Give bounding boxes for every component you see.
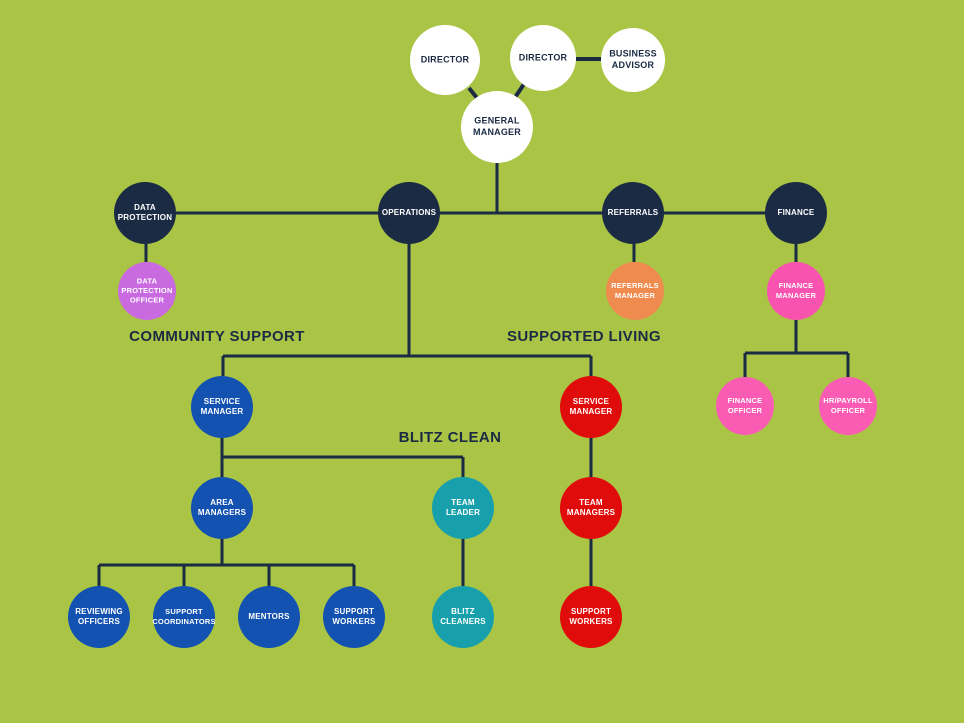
node-circle-director-2: [510, 25, 576, 91]
node-circle-service-manager-community: [191, 376, 253, 438]
node-circle-support-workers-supported: [560, 586, 622, 648]
node-mentors[interactable]: MENTORS: [238, 586, 300, 648]
connector-layer: [97, 57, 850, 586]
node-circle-reviewing-officers: [68, 586, 130, 648]
node-circle-data-protection-officer: [118, 262, 176, 320]
node-circle-data-protection: [114, 182, 176, 244]
node-director-2[interactable]: DIRECTOR: [510, 25, 576, 91]
node-circle-blitz-cleaners: [432, 586, 494, 648]
node-circle-finance-manager: [767, 262, 825, 320]
node-circle-finance: [765, 182, 827, 244]
node-circle-referrals: [602, 182, 664, 244]
node-circle-area-managers: [191, 477, 253, 539]
node-circle-support-coordinators: [153, 586, 215, 648]
section-title-supported-living: SUPPORTED LIVING: [507, 328, 661, 345]
node-circle-mentors: [238, 586, 300, 648]
node-operations[interactable]: OPERATIONS: [378, 182, 440, 244]
section-title-community-support: COMMUNITY SUPPORT: [129, 328, 305, 345]
section-title-layer: COMMUNITY SUPPORT SUPPORTED LIVING BLITZ C…: [129, 328, 661, 446]
node-circle-general-manager: [461, 91, 533, 163]
node-circle-referrals-manager: [606, 262, 664, 320]
node-referrals[interactable]: REFERRALS: [602, 182, 664, 244]
node-circle-support-workers-community: [323, 586, 385, 648]
node-circle-director-1: [410, 25, 480, 95]
node-circle-team-managers: [560, 477, 622, 539]
node-finance[interactable]: FINANCE: [765, 182, 827, 244]
section-title-blitz-clean: BLITZ CLEAN: [399, 429, 502, 446]
node-circle-finance-officer: [716, 377, 774, 435]
node-director-1[interactable]: DIRECTOR: [410, 25, 480, 95]
node-circle-business-advisor: [601, 28, 665, 92]
node-circle-service-manager-supported: [560, 376, 622, 438]
node-circle-team-leader: [432, 477, 494, 539]
node-circle-operations: [378, 182, 440, 244]
node-circle-hr-payroll-officer: [819, 377, 877, 435]
